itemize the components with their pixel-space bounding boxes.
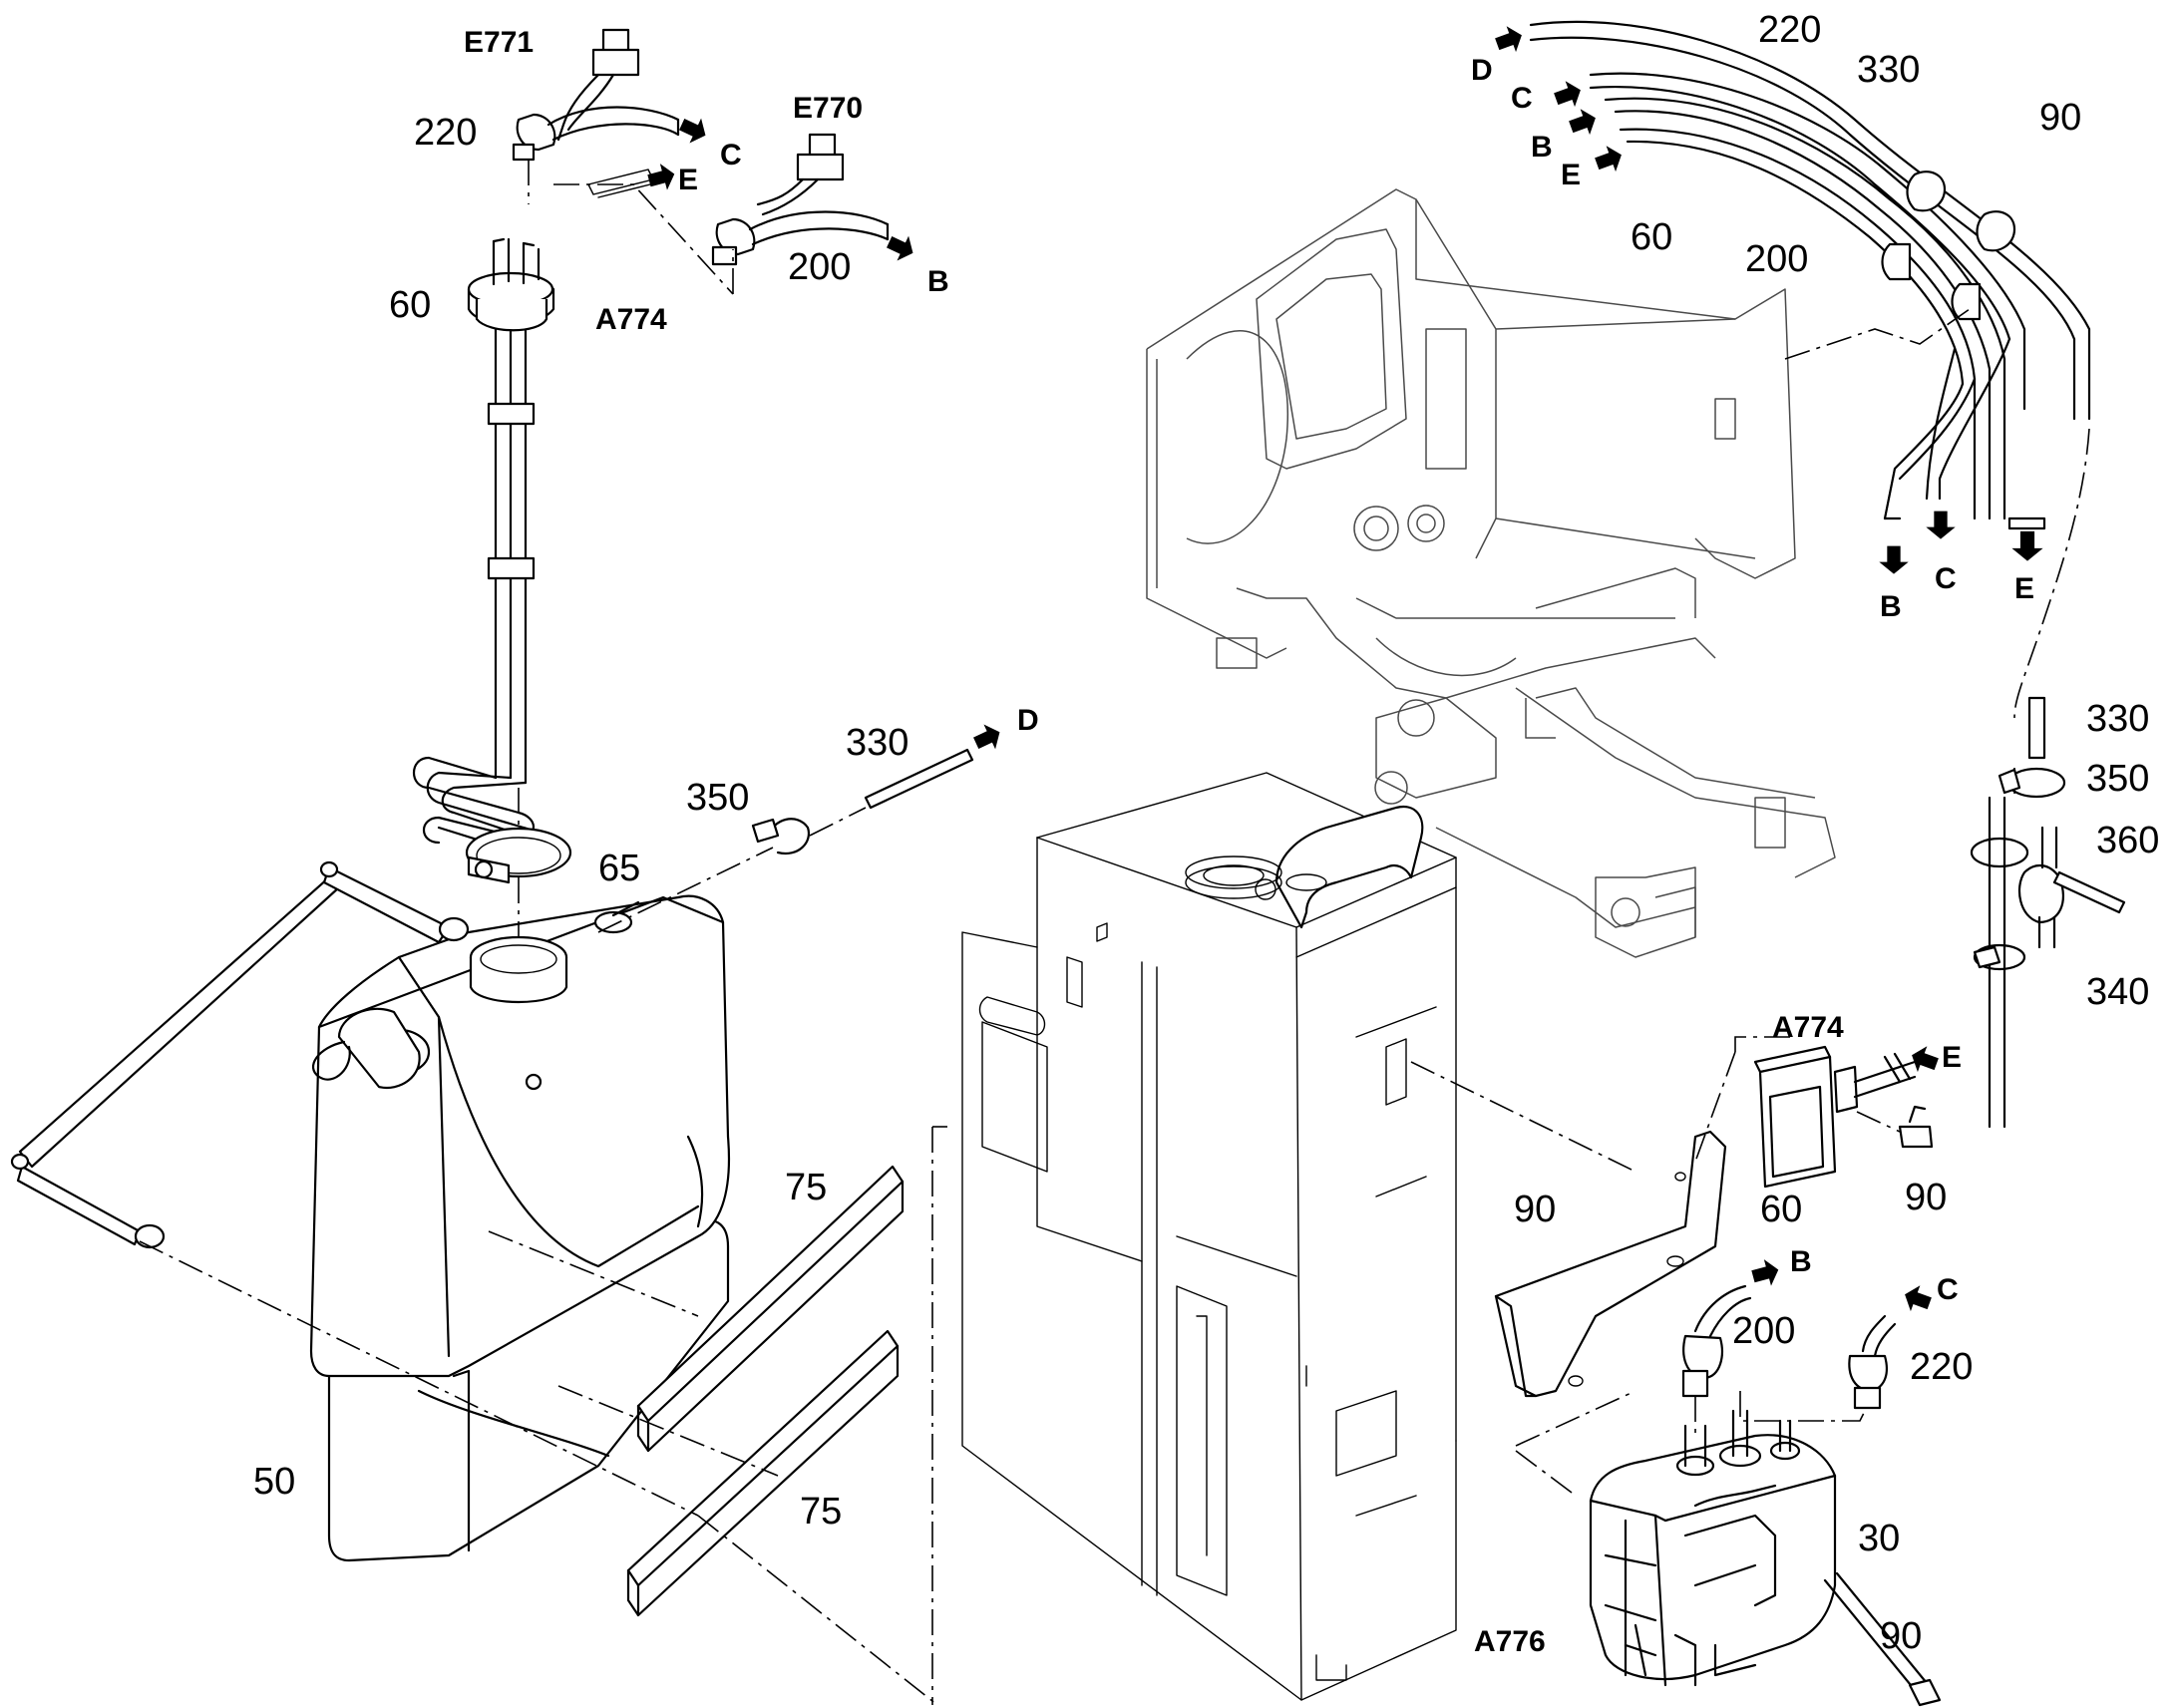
callouts: E771 E770 220 C E 200 B 60 A774 65 350 3… bbox=[253, 9, 2159, 1658]
arrow-label-e-top: E bbox=[678, 164, 698, 196]
arrow-label-c-hose: C bbox=[1511, 82, 1533, 115]
arrow-right-icon bbox=[1551, 77, 1586, 113]
arrow-label-e-hose: E bbox=[1561, 159, 1581, 191]
connector-e771 bbox=[512, 28, 680, 162]
arrow-left-icon bbox=[1907, 1042, 1942, 1078]
arrow-label-e-bracket: E bbox=[1942, 1041, 1962, 1074]
hose-clip-350-left bbox=[751, 818, 811, 855]
hose-330-left bbox=[864, 748, 974, 810]
arrow-label-d-hose: D bbox=[1471, 54, 1493, 87]
arrow-label-c-down: C bbox=[1935, 562, 1957, 595]
leaders-right-mid bbox=[1410, 1051, 1901, 1173]
arrow-label-c-pump: C bbox=[1937, 1273, 1959, 1306]
hose-200-pump bbox=[1681, 1284, 1752, 1398]
label-220-hose-top: 220 bbox=[1758, 9, 1821, 51]
label-90-bracket: 90 bbox=[1514, 1189, 1556, 1230]
label-75-lower: 75 bbox=[800, 1491, 842, 1533]
leaders-right-bottom bbox=[1515, 1390, 1866, 1497]
arrow-right-icon bbox=[1592, 142, 1627, 177]
hose-e-top bbox=[587, 169, 659, 198]
label-60-top: 60 bbox=[389, 284, 431, 326]
arrow-label-d-left: D bbox=[1017, 704, 1039, 737]
arrow-down-icon bbox=[1926, 511, 1956, 539]
label-60-hose: 60 bbox=[1631, 216, 1672, 258]
filter-340 bbox=[1970, 796, 2126, 1129]
label-65: 65 bbox=[598, 848, 640, 889]
arrow-down-icon bbox=[1879, 545, 1909, 574]
arrow-label-e-down: E bbox=[2014, 572, 2034, 605]
hose-clip-350-right bbox=[1998, 767, 2066, 799]
label-350-right: 350 bbox=[2086, 758, 2149, 800]
bolt-90-lower bbox=[1823, 1571, 1942, 1707]
label-200-pump: 200 bbox=[1732, 1310, 1795, 1352]
arrow-down-icon bbox=[2011, 530, 2043, 561]
pump-module-a776 bbox=[1589, 1409, 1837, 1687]
arrow-right-icon bbox=[645, 161, 678, 194]
label-200-hose: 200 bbox=[1745, 238, 1808, 280]
label-30: 30 bbox=[1858, 1518, 1900, 1559]
arrow-label-b-pump: B bbox=[1790, 1245, 1812, 1278]
label-a774-right: A774 bbox=[1772, 1011, 1844, 1044]
label-a776: A776 bbox=[1474, 1625, 1546, 1658]
label-350-left: 350 bbox=[686, 777, 749, 819]
label-60-bracket: 60 bbox=[1760, 1189, 1802, 1230]
arrow-right-icon bbox=[675, 112, 712, 149]
chassis-frame bbox=[1146, 188, 1836, 958]
label-90-top: 90 bbox=[2039, 97, 2081, 139]
label-330-hose-top: 330 bbox=[1857, 49, 1920, 91]
hose-220-pump bbox=[1848, 1314, 1897, 1410]
hose-bundle-top bbox=[1529, 20, 2091, 530]
bolt-90-upper bbox=[1898, 1105, 1934, 1149]
leaders-top-left bbox=[518, 160, 734, 947]
label-220-top: 220 bbox=[414, 112, 477, 154]
label-e771: E771 bbox=[464, 26, 534, 59]
label-75-upper: 75 bbox=[785, 1167, 827, 1208]
hose-clamp-65 bbox=[465, 827, 572, 884]
label-200-top: 200 bbox=[788, 246, 851, 288]
connector-e770 bbox=[711, 133, 890, 266]
label-90-bolt-lower: 90 bbox=[1880, 1615, 1922, 1657]
leaders-left bbox=[139, 807, 947, 1706]
label-330-left: 330 bbox=[846, 722, 908, 764]
arrow-left-icon bbox=[1900, 1281, 1935, 1317]
bracket-90 bbox=[1494, 1130, 1727, 1398]
label-340: 340 bbox=[2086, 971, 2149, 1013]
arrow-label-b-down: B bbox=[1880, 590, 1902, 623]
strip-75-upper bbox=[636, 1165, 905, 1453]
label-e770: E770 bbox=[793, 92, 863, 125]
arrow-right-icon bbox=[1492, 22, 1527, 58]
tank-50 bbox=[309, 894, 730, 1562]
strip-75-lower bbox=[626, 1329, 900, 1617]
unit-a774-right bbox=[1734, 1036, 1917, 1189]
hose-330-right bbox=[2027, 696, 2046, 760]
arrow-label-c-top: C bbox=[720, 139, 742, 171]
sender-unit bbox=[413, 237, 555, 854]
arrow-label-b-top: B bbox=[927, 265, 949, 298]
arrow-right-icon bbox=[883, 229, 919, 266]
tank-strap bbox=[10, 860, 470, 1249]
label-50: 50 bbox=[253, 1461, 295, 1503]
arrow-right-icon bbox=[1566, 105, 1601, 141]
label-330-right: 330 bbox=[2086, 698, 2149, 740]
label-360: 360 bbox=[2096, 820, 2159, 861]
label-220-pump: 220 bbox=[1910, 1346, 1973, 1388]
label-90-bolt-upper: 90 bbox=[1905, 1177, 1947, 1218]
arrow-right-icon bbox=[969, 719, 1006, 756]
cabinet-housing bbox=[961, 772, 1457, 1701]
label-a774-top: A774 bbox=[595, 303, 667, 336]
arrow-label-b-hose: B bbox=[1531, 131, 1553, 164]
arrow-right-icon bbox=[1749, 1256, 1782, 1290]
